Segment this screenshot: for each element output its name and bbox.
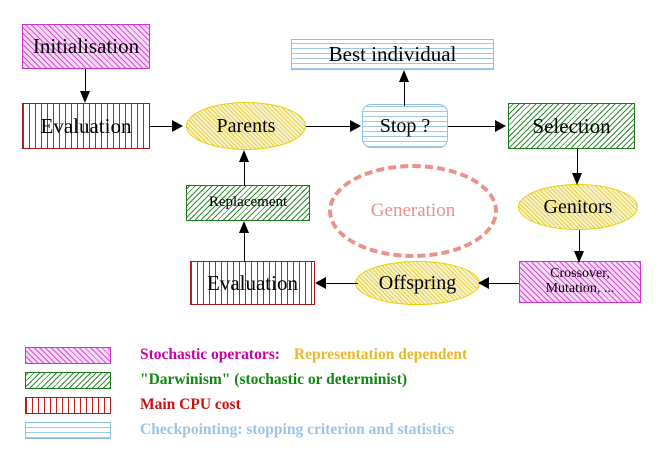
connector-replacement-to-parents — [244, 152, 246, 186]
node-replacement[interactable]: Replacement — [186, 185, 310, 221]
arrowhead-stop-to-best — [398, 70, 409, 82]
connector-init-to-eval — [85, 69, 87, 95]
connector-offspring-to-eval — [322, 282, 358, 284]
legend-swatch-magenta — [25, 346, 111, 364]
node-initialisation[interactable]: Initialisation — [22, 24, 150, 69]
legend-swatch-blue — [25, 421, 111, 439]
legend-row-checkpointing: Checkpointing: stopping criterion and st… — [25, 421, 454, 439]
arrowhead-parents-to-stop — [350, 120, 361, 132]
node-generation-boundary: Generation — [328, 164, 498, 258]
legend-row-darwinism: "Darwinism" (stochastic or determinist) — [25, 371, 407, 389]
node-genitors[interactable]: Genitors — [518, 184, 638, 230]
legend-label-darwinism: "Darwinism" (stochastic or determinist) — [140, 371, 408, 388]
arrowhead-genitors-to-crossover — [573, 251, 584, 263]
arrowhead-selection-to-genitors — [571, 173, 582, 185]
node-best-individual[interactable]: Best individual — [291, 39, 494, 70]
node-offspring[interactable]: Offspring — [355, 261, 480, 305]
legend-row-cpu: Main CPU cost — [25, 396, 241, 414]
legend-label-representation: Representation dependent — [293, 346, 468, 363]
connector-crossover-to-offspring — [485, 282, 519, 284]
node-parents[interactable]: Parents — [186, 102, 306, 150]
arrowhead-crossover-to-offspring — [478, 277, 489, 289]
legend-row-stochastic: Stochastic operators: Representation dep… — [25, 346, 467, 364]
node-evaluation-bottom[interactable]: Evaluation — [190, 261, 315, 305]
connector-eval-to-replacement — [244, 224, 246, 262]
arrowhead-eval-to-parents — [172, 120, 183, 132]
legend-label-stochastic: Stochastic operators: — [140, 346, 280, 363]
arrowhead-stop-to-selection — [495, 120, 506, 132]
connector-stop-to-best — [404, 72, 406, 106]
node-crossover-mutation[interactable]: Crossover, Mutation, ... — [519, 261, 641, 303]
arrowhead-offspring-to-eval — [315, 277, 326, 289]
legend-label-checkpointing: Checkpointing: stopping criterion and st… — [140, 421, 455, 438]
connector-genitors-to-crossover — [579, 230, 581, 256]
legend-swatch-red — [25, 396, 111, 414]
arrowhead-eval-to-replacement — [238, 221, 249, 233]
legend-label-cpu: Main CPU cost — [140, 396, 241, 413]
arrowhead-replacement-to-parents — [238, 150, 249, 162]
node-evaluation-top[interactable]: Evaluation — [22, 103, 150, 149]
arrowhead-init-to-eval — [79, 91, 90, 103]
connector-stop-to-selection — [448, 125, 502, 127]
node-stop[interactable]: Stop ? — [362, 104, 448, 148]
connector-selection-to-genitors — [577, 149, 579, 177]
legend-swatch-green — [25, 371, 111, 389]
connector-parents-to-stop — [306, 125, 356, 127]
node-selection[interactable]: Selection — [508, 103, 635, 149]
connector-eval-to-parents — [150, 125, 178, 127]
